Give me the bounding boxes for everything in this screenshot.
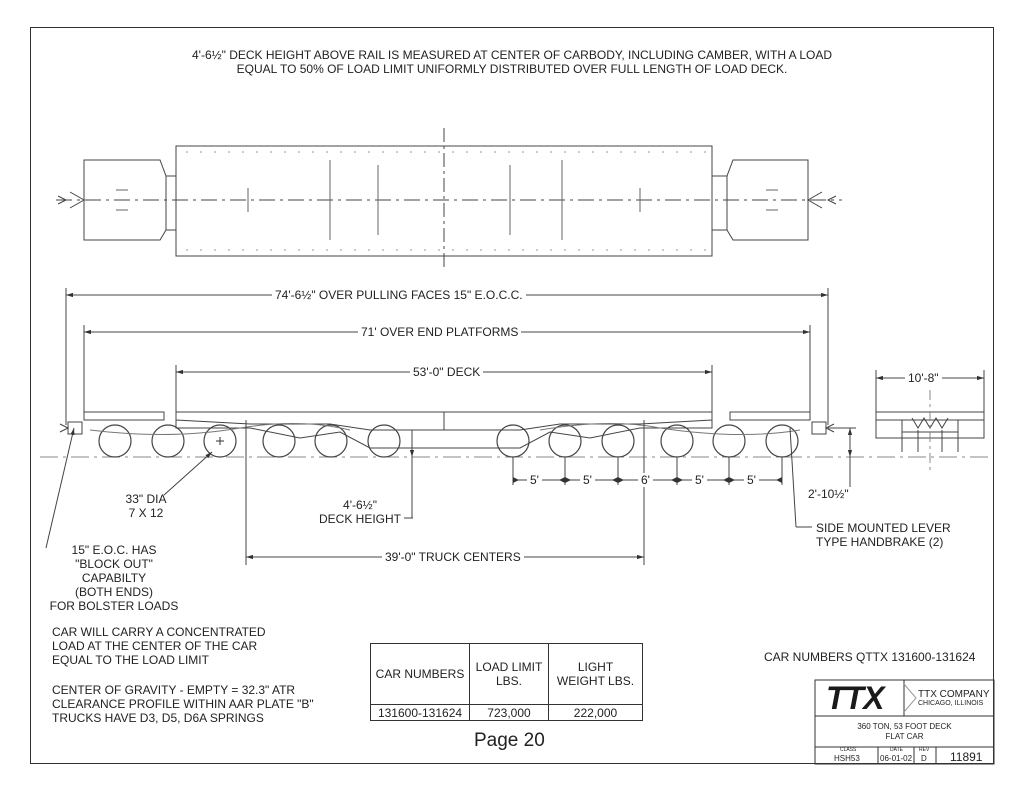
drawing-frame	[30, 27, 994, 764]
handbrake-line2: TYPE HANDBRAKE (2)	[816, 535, 944, 549]
wheel-callout: 33" DIA 7 X 12	[116, 492, 176, 520]
rev-label: REV	[919, 747, 930, 753]
handbrake-callout: SIDE MOUNTED LEVER TYPE HANDBRAKE (2)	[816, 521, 951, 549]
car-width-dimension: 10'-8"	[905, 371, 942, 385]
eoc-line3: CAPABILTY	[81, 571, 147, 585]
description-line1: 360 TON, 53 FOOT DECK	[857, 722, 952, 731]
cg-note-line2: CLEARANCE PROFILE WITHIN AAR PLATE "B"	[52, 697, 314, 711]
spec-table-row: 131600-131624 723,000 222,000	[370, 704, 643, 721]
cell-load-limit: 723,000	[469, 704, 549, 721]
drawing-description: 360 TON, 53 FOOT DECK FLAT CAR	[815, 722, 994, 742]
axle-spacing-5: 5'	[744, 473, 759, 487]
pulling-faces-dimension: 74'-6½" OVER PULLING FACES 15" E.O.C.C.	[272, 288, 526, 302]
company-name: TTX COMPANY	[918, 689, 990, 700]
load-note: CAR WILL CARRY A CONCENTRATED LOAD AT TH…	[52, 625, 266, 667]
truck-centers-dimension: 39'-0" TRUCK CENTERS	[382, 550, 524, 564]
dimension-lines	[45, 288, 985, 565]
end-height-dimension: 2'-10½"	[805, 487, 852, 501]
company-city: CHICAGO, ILLINOIS	[918, 700, 984, 707]
load-note-line2: LOAD AT THE CENTER OF THE CAR	[52, 639, 258, 653]
deck-height-callout: 4'-6½" DECK HEIGHT	[314, 498, 406, 526]
eoc-line4: (BOTH ENDS)	[75, 585, 153, 599]
deck-height-note-line1: 4'-6½" DECK HEIGHT ABOVE RAIL IS MEASURE…	[191, 48, 833, 62]
header-light-weight: LIGHT WEIGHT LBS.	[548, 643, 643, 705]
wheel-size: 7 X 12	[128, 506, 164, 520]
class-value: HSH53	[834, 754, 860, 763]
ttx-logo: TTX	[826, 680, 884, 716]
rev-value: D	[921, 754, 927, 763]
cell-light-weight: 222,000	[548, 704, 643, 721]
load-note-line3: EQUAL TO THE LOAD LIMIT	[52, 653, 209, 667]
axle-spacing-4: 5'	[692, 473, 707, 487]
eoc-line5: FOR BOLSTER LOADS	[49, 599, 179, 613]
eoc-line2: "BLOCK OUT"	[75, 557, 153, 571]
deck-length-dimension: 53'-0" DECK	[410, 365, 484, 379]
handbrake-line1: SIDE MOUNTED LEVER	[816, 521, 951, 535]
side-elevation	[40, 411, 990, 458]
cg-note-line3: TRUCKS HAVE D3, D5, D6A SPRINGS	[52, 711, 264, 725]
car-numbers-note: CAR NUMBERS QTTX 131600-131624	[764, 650, 976, 664]
header-car-numbers: CAR NUMBERS	[370, 643, 470, 705]
spec-table: CAR NUMBERS LOAD LIMIT LBS. LIGHT WEIGHT…	[370, 643, 643, 721]
cell-car-numbers: 131600-131624	[370, 704, 470, 721]
eoc-callout: 15" E.O.C. HAS "BLOCK OUT" CAPABILTY (BO…	[44, 543, 184, 613]
deck-height-label: DECK HEIGHT	[318, 512, 401, 526]
cg-note-line1: CENTER OF GRAVITY - EMPTY = 32.3" ATR	[52, 683, 296, 697]
deck-height-value: 4'-6½"	[343, 498, 377, 512]
axle-spacing-3: 6'	[638, 473, 653, 487]
description-line2: FLAT CAR	[885, 732, 924, 741]
cg-note: CENTER OF GRAVITY - EMPTY = 32.3" ATR CL…	[52, 683, 314, 725]
end-view	[875, 390, 985, 470]
date-value: 06-01-02	[880, 754, 913, 763]
page-label: Page 20	[474, 730, 545, 751]
load-note-line1: CAR WILL CARRY A CONCENTRATED	[52, 625, 266, 639]
deck-height-note-line2: EQUAL TO 50% OF LOAD LIMIT UNIFORMLY DIS…	[236, 62, 788, 76]
class-label: CLASS	[840, 747, 857, 753]
header-load-limit: LOAD LIMIT LBS.	[469, 643, 549, 705]
date-label: DATE	[890, 747, 903, 753]
axle-spacing-2: 5'	[580, 473, 595, 487]
end-platforms-dimension: 71' OVER END PLATFORMS	[358, 325, 522, 339]
axle-spacing-1: 5'	[527, 473, 542, 487]
drawing-number: 11891	[950, 750, 983, 764]
spec-table-header-row: CAR NUMBERS LOAD LIMIT LBS. LIGHT WEIGHT…	[370, 643, 643, 705]
eoc-line1: 15" E.O.C. HAS	[71, 543, 157, 557]
deck-height-note: 4'-6½" DECK HEIGHT ABOVE RAIL IS MEASURE…	[0, 48, 1024, 76]
title-block-lines	[814, 679, 995, 765]
wheel-dia: 33" DIA	[125, 492, 167, 506]
plan-view	[56, 128, 842, 270]
